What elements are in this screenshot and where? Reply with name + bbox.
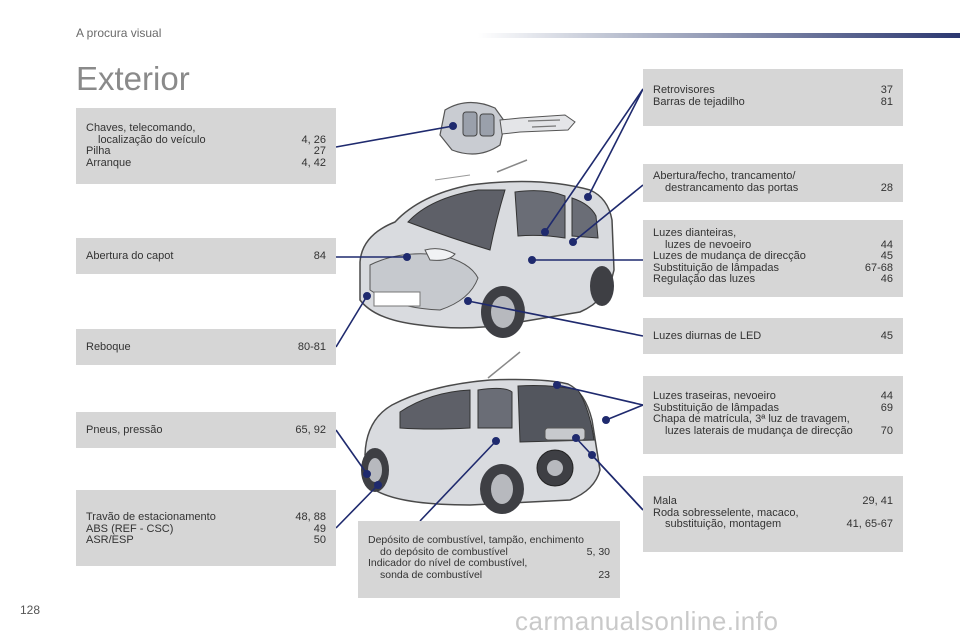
box-text: Chaves, telecomando, — [86, 122, 196, 134]
box-text: Regulação das luzes — [653, 273, 756, 285]
page-number: 128 — [20, 603, 41, 617]
page-ref: 70 — [880, 424, 893, 437]
page-ref: 49 — [313, 522, 326, 535]
page-ref: 37 — [880, 84, 893, 96]
box-text: Indicador do nível de combustível, — [368, 557, 528, 569]
front-car-icon — [359, 159, 615, 338]
page-ref: 45 — [880, 330, 893, 342]
box-text: Luzes diurnas de LED — [653, 330, 762, 342]
box-text: luzes laterais de mudança de direcção — [665, 424, 853, 437]
page-ref: 29, 41 — [862, 495, 893, 507]
leader-lines — [335, 88, 644, 529]
page-ref: 65, 92 — [295, 424, 326, 436]
watermark: carmanualsonline.info — [515, 606, 779, 636]
page-ref: 44 — [880, 390, 893, 402]
box-text: luzes de nevoeiro — [665, 238, 752, 251]
box-text: Retrovisores — [653, 84, 715, 96]
key-icon — [439, 101, 576, 155]
box-text: Abertura do capot — [86, 250, 174, 262]
rear-car-icon — [361, 351, 601, 514]
box-front-lights: Luzes dianteiras, luzes de nevoeiro 44 Lu… — [643, 220, 903, 297]
box-text: Chapa de matrícula, 3ª luz de travagem, — [653, 413, 850, 425]
box-text: Roda sobresselente, macaco, — [653, 506, 799, 519]
box-boot: Mala 29, 41 Roda sobresselente, macaco, s… — [643, 476, 903, 552]
box-text: localização do veículo — [98, 133, 206, 146]
box-text: Luzes de mudança de direcção — [653, 250, 806, 262]
header-bar — [478, 33, 960, 38]
box-mirrors: Retrovisores 37 Barras de tejadilho 81 — [643, 69, 903, 126]
page-ref: 67-68 — [864, 261, 893, 274]
box-text: Arranque — [86, 156, 132, 169]
box-doors: Abertura/fecho, trancamento/ destrancame… — [643, 164, 903, 202]
box-text: ASR/ESP — [86, 534, 134, 546]
page-ref: 50 — [313, 534, 326, 546]
page-ref: 46 — [880, 273, 893, 285]
box-text: Depósito de combustível, tampão, enchime… — [368, 534, 584, 546]
box-text: ABS (REF - CSC) — [86, 522, 174, 535]
box-text: sonda de combustível — [380, 568, 483, 581]
box-text: Pneus, pressão — [86, 424, 163, 436]
box-fuel: Depósito de combustível, tampão, enchime… — [358, 521, 620, 598]
box-brake: Travão de estacionamento 48, 88 ABS (REF … — [76, 490, 336, 566]
page-ref: 4, 42 — [301, 156, 326, 169]
box-rear-lights: Luzes traseiras, nevoeiro 44 Substituição… — [643, 376, 903, 454]
page-ref: 48, 88 — [295, 511, 326, 523]
page-ref: 44 — [880, 238, 893, 251]
box-text: destrancamento das portas — [665, 181, 799, 194]
box-tyres: Pneus, pressão 65, 92 — [76, 412, 336, 448]
box-text: Travão de estacionamento — [86, 511, 216, 523]
page-ref: 45 — [880, 250, 893, 262]
box-led: Luzes diurnas de LED 45 — [643, 318, 903, 354]
page-ref: 84 — [313, 250, 326, 262]
page-ref: 28 — [880, 181, 893, 194]
page-ref: 4, 26 — [301, 133, 326, 146]
box-text: Substituição de lâmpadas — [653, 401, 779, 414]
box-keys: Chaves, telecomando, localização do veíc… — [76, 108, 336, 184]
box-text: Pilha — [86, 145, 111, 157]
box-text: Reboque — [86, 341, 131, 353]
page-ref: 69 — [880, 401, 893, 414]
box-text: do depósito de combustível — [380, 545, 508, 558]
page-ref: 41, 65-67 — [846, 518, 893, 530]
page-ref: 23 — [598, 568, 610, 581]
box-towing: Reboque 80-81 — [76, 329, 336, 365]
box-text: Barras de tejadilho — [653, 95, 745, 108]
page-ref: 5, 30 — [586, 545, 610, 558]
page-title: Exterior — [76, 60, 190, 97]
box-text: Substituição de lâmpadas — [653, 261, 779, 274]
section-header: A procura visual — [76, 26, 162, 40]
box-text: Abertura/fecho, trancamento/ — [653, 170, 796, 182]
page-ref: 27 — [313, 145, 326, 157]
box-text: Mala — [653, 495, 677, 507]
page-ref: 80-81 — [297, 341, 326, 353]
box-text: Luzes dianteiras, — [653, 227, 737, 239]
page-ref: 81 — [880, 95, 893, 108]
box-text: Luzes traseiras, nevoeiro — [653, 390, 776, 402]
box-bonnet: Abertura do capot 84 — [76, 238, 336, 274]
box-text: substituição, montagem — [665, 518, 782, 530]
